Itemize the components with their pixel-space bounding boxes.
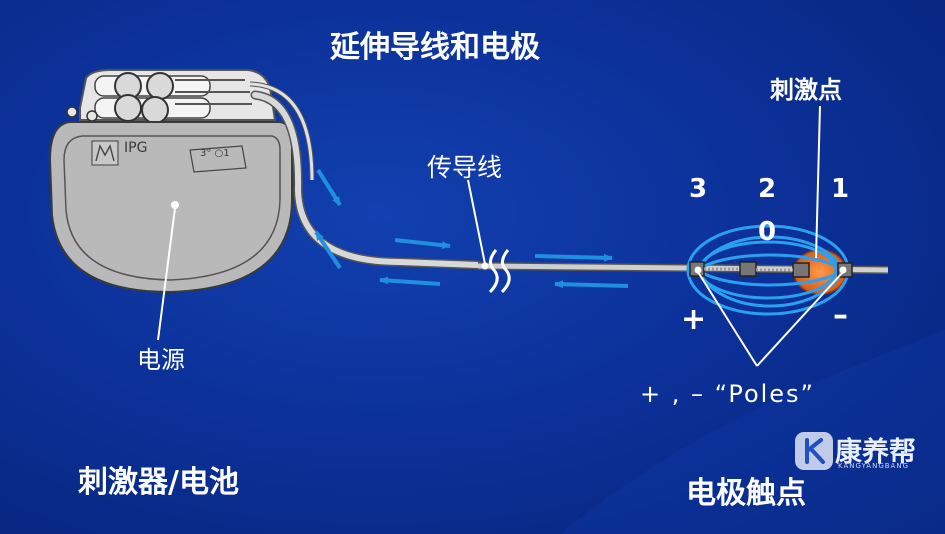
pole-plus-label: +: [681, 302, 707, 337]
brand-logo-icon: [795, 432, 833, 470]
ipg-label: IPG: [124, 140, 148, 156]
ipg-body: [48, 121, 293, 294]
pole-minus-label: –: [833, 298, 848, 333]
electrode-contact-2: [739, 261, 757, 277]
poles-caption: + , – “Poles”: [640, 380, 815, 408]
electrode-contact-1: [792, 262, 810, 278]
pointer-stim-point: [815, 105, 821, 259]
brand-pinyin: KANGYANGBANG: [838, 462, 910, 470]
pointer-power: [157, 207, 176, 341]
page-title: 延伸导线和电极: [330, 30, 540, 65]
contact-number-2: 2: [758, 174, 777, 204]
contact-number-1: 1: [831, 174, 850, 204]
ipg-connector-header: [66, 69, 277, 124]
current-flow-arrows: [314, 168, 629, 289]
stim-point-label: 刺激点: [770, 76, 842, 104]
extension-cable-2: [249, 82, 314, 181]
extension-cable: [252, 92, 481, 268]
ipg-plate-label: 3° ○1: [200, 148, 230, 159]
brand-name: 康养帮: [835, 437, 916, 468]
stimulator-battery-label: 刺激器/电池: [78, 465, 239, 500]
pointer-pole-minus: [756, 271, 844, 367]
electrode-contacts-label: 电极触点: [686, 476, 806, 511]
pointer-pole-plus: [697, 271, 758, 367]
power-source-label: 电源: [137, 346, 185, 374]
lead-break-mark: [500, 249, 511, 294]
pointer-lead-wire: [467, 179, 486, 265]
contact-number-3: 3: [689, 174, 708, 204]
lead-wire-label: 传导线: [427, 153, 503, 182]
background-wave: [560, 330, 945, 534]
contact-number-0: 0: [758, 217, 777, 247]
